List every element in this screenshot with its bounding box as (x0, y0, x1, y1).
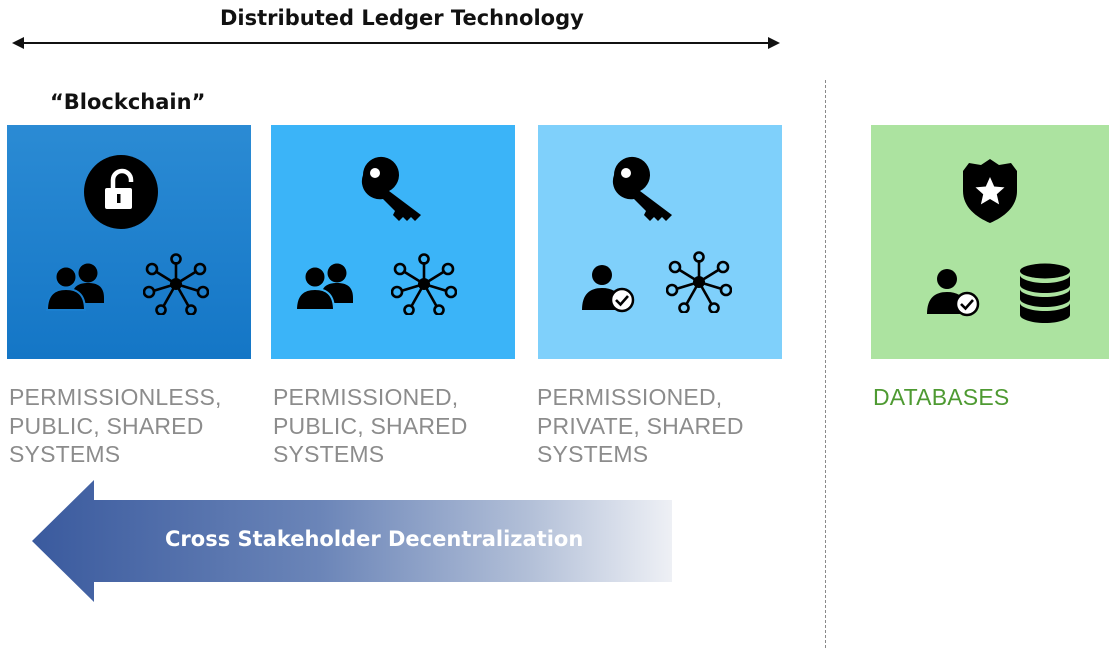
caption-line: SYSTEMS (537, 441, 649, 467)
dlt-span-arrow (12, 37, 780, 49)
databases-box (871, 125, 1109, 359)
database-icon (1020, 263, 1070, 323)
dashed-divider (825, 80, 826, 648)
user-group-icon (294, 263, 353, 311)
databases-caption: DATABASES (873, 383, 1009, 412)
dlt-title: Distributed Ledger Technology (220, 6, 584, 30)
verified-user-icon (582, 262, 638, 314)
permissionless-public-box (7, 125, 251, 359)
decentralization-label: Cross Stakeholder Decentralization (165, 527, 584, 551)
permissioned-private-caption: PERMISSIONED, PRIVATE, SHARED SYSTEMS (537, 383, 744, 469)
permissioned-public-box (271, 125, 515, 359)
permissionless-caption: PERMISSIONLESS, PUBLIC, SHARED SYSTEMS (9, 383, 222, 469)
unlocked-padlock-icon (84, 155, 158, 229)
key-icon (357, 153, 429, 225)
decentralization-arrow (32, 480, 672, 602)
caption-line: PUBLIC, SHARED (9, 412, 204, 439)
network-nodes-icon (391, 253, 457, 315)
network-nodes-icon (666, 251, 732, 313)
caption-line: PRIVATE, SHARED (537, 412, 744, 439)
user-group-icon (45, 263, 104, 311)
caption-line: SYSTEMS (273, 441, 385, 467)
verified-user-icon (927, 266, 983, 318)
caption-line: PERMISSIONLESS, (9, 384, 222, 410)
permissioned-private-box (538, 125, 782, 359)
permissioned-public-caption: PERMISSIONED, PUBLIC, SHARED SYSTEMS (273, 383, 468, 469)
network-nodes-icon (143, 253, 209, 315)
blockchain-label: “Blockchain” (50, 90, 206, 114)
shield-star-icon (963, 159, 1017, 223)
caption-line: DATABASES (873, 384, 1010, 410)
caption-line: PERMISSIONED, (273, 384, 459, 410)
key-icon (608, 153, 680, 225)
caption-line: PUBLIC, SHARED (273, 412, 468, 439)
caption-line: SYSTEMS (9, 441, 121, 467)
caption-line: PERMISSIONED, (537, 384, 723, 410)
